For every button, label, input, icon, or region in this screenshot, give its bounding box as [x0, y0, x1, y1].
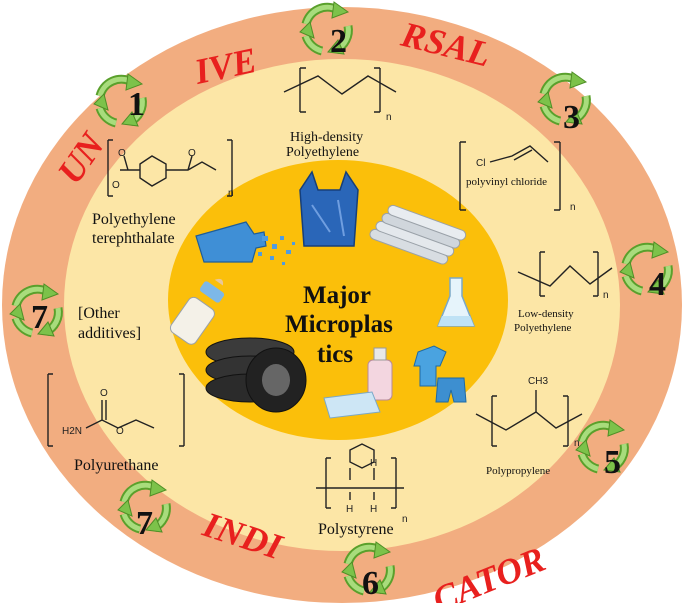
pet-n: n: [228, 188, 234, 199]
tires-icon: [205, 337, 307, 413]
pvc-cl: Cl: [476, 158, 485, 169]
pp-n: n: [574, 438, 580, 449]
plastic-bottle-icon: [195, 221, 295, 265]
number-4: 4: [649, 266, 666, 303]
label-pvc: polyvinyl chloride: [466, 176, 547, 188]
ps-n: n: [402, 514, 408, 525]
ps-h-3: H: [370, 504, 377, 515]
pu-o-ester: O: [116, 426, 124, 437]
pp-ch3: CH3: [528, 376, 548, 387]
label-ldpe-line1: Low-density: [518, 308, 574, 320]
ps-structure: H H H n: [316, 443, 408, 525]
label-other-line1: [Other: [78, 305, 120, 322]
center-title-line3: tics: [317, 341, 353, 368]
plastic-bag-icon: [299, 170, 359, 247]
label-hdpe-line2: Polyethylene: [286, 145, 359, 160]
pet-o-1: O: [118, 148, 126, 159]
number-3: 3: [563, 99, 580, 136]
pu-h2n: H2N: [62, 426, 82, 437]
flask-icon: [436, 277, 476, 327]
hdpe-structure: n: [283, 67, 397, 123]
hdpe-n: n: [386, 112, 392, 123]
ps-h-1: H: [370, 458, 377, 469]
label-other-line2: additives]: [78, 325, 141, 342]
pvc-structure: Cl n: [459, 141, 576, 213]
pipes-icon: [369, 204, 467, 265]
label-ps: Polystyrene: [318, 521, 394, 538]
center-title-line1: Major: [303, 282, 371, 309]
clothes-icon: [413, 345, 467, 403]
ldpe-structure: n: [517, 251, 613, 301]
number-1: 1: [128, 86, 145, 123]
pvc-n: n: [570, 202, 576, 213]
number-2: 2: [330, 23, 347, 60]
number-5: 5: [604, 444, 621, 481]
number-6: 6: [362, 565, 379, 602]
label-hdpe-line1: High-density: [290, 130, 363, 145]
number-7-left: 7: [31, 299, 48, 336]
cosmetic-bottle-icon: [323, 347, 393, 419]
label-ldpe-line2: Polyethylene: [514, 322, 572, 334]
label-pet-line2: terephthalate: [92, 230, 175, 247]
number-7-bottom: 7: [136, 505, 153, 542]
label-pu: Polyurethane: [74, 457, 158, 474]
pp-structure: CH3 n: [475, 376, 583, 449]
pet-structure: O O O n: [107, 139, 234, 199]
pu-o-carbonyl: O: [100, 388, 108, 399]
pet-o-3: O: [112, 180, 120, 191]
label-pp: Polypropylene: [486, 465, 550, 477]
center-title-line2: Microplas: [285, 311, 393, 338]
pu-structure: H2N O O: [47, 373, 185, 447]
baby-bottle-icon: [169, 278, 225, 345]
label-pet-line1: Polyethylene: [92, 211, 176, 228]
ldpe-n: n: [603, 290, 609, 301]
ps-h-2: H: [346, 504, 353, 515]
pet-o-2: O: [188, 148, 196, 159]
